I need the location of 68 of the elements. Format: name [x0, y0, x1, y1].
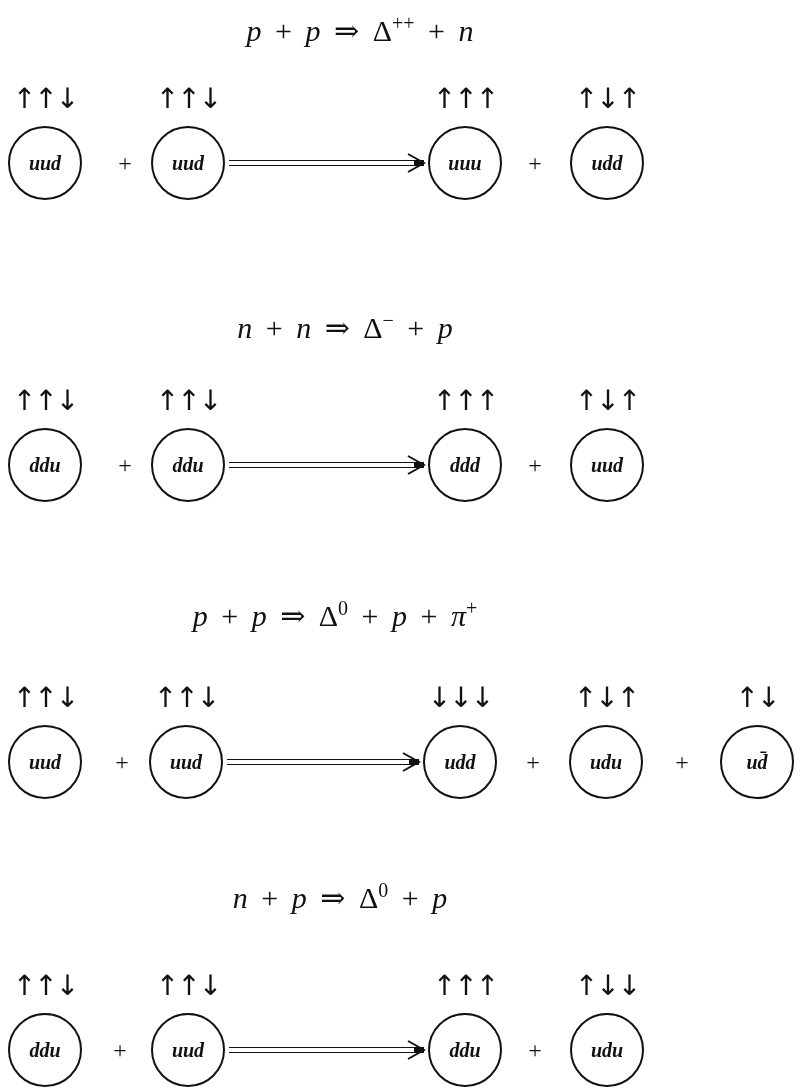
- double-arrow: [227, 752, 420, 772]
- spin-arrows: ↑↑↑: [432, 386, 498, 416]
- quark-circle: [8, 1013, 82, 1087]
- spin-arrows: ↑↓↓: [574, 971, 640, 1001]
- double-arrow: [229, 455, 425, 475]
- plus-sign: +: [528, 1036, 542, 1064]
- quark-circle: [570, 428, 644, 502]
- quark-content: uud: [28, 750, 62, 774]
- quark-content: ddu: [172, 453, 204, 477]
- quark-content: uud: [590, 453, 624, 477]
- reaction-equation: p + p ⇒ Δ$^{0}$ + p + π$^{+}$: [192, 597, 478, 633]
- quark-content: udu: [590, 1038, 624, 1062]
- spin-arrows: ↑↑↓: [12, 386, 78, 416]
- quark-content: ddu: [449, 1038, 481, 1062]
- quark-circle: [569, 725, 643, 799]
- quark-circle: [428, 126, 502, 200]
- quark-circle: [423, 725, 497, 799]
- quark-content: uud: [28, 151, 62, 175]
- spin-arrows: ↑↑↑: [432, 971, 498, 1001]
- spin-arrows: ↑↑↓: [12, 84, 78, 114]
- plus-sign: +: [113, 1036, 127, 1064]
- quark-content: ud̄: [746, 750, 768, 774]
- plus-sign: +: [118, 149, 132, 177]
- spin-arrows: ↑↑↓: [12, 971, 78, 1001]
- reaction-equation: p + p ⇒ Δ$^{++}$ + n: [246, 12, 474, 48]
- quark-circle: [8, 428, 82, 502]
- spin-arrows: ↑↓↑: [574, 386, 640, 416]
- plus-sign: +: [528, 451, 542, 479]
- quark-circle: [570, 126, 644, 200]
- double-arrow: [229, 1040, 425, 1060]
- quark-content: udu: [589, 750, 623, 774]
- spin-arrows: ↑↑↓: [12, 683, 78, 713]
- quark-content: uud: [171, 151, 205, 175]
- quark-circle: [8, 725, 82, 799]
- double-arrow: [229, 153, 425, 173]
- spin-arrows: ↑↑↑: [432, 84, 498, 114]
- spin-arrows: ↑↓: [735, 683, 779, 713]
- plus-sign: +: [118, 451, 132, 479]
- quark-circle: [8, 126, 82, 200]
- quark-circle: [720, 725, 794, 799]
- spin-arrows: ↓↓↓: [427, 683, 493, 713]
- plus-sign: +: [675, 748, 689, 776]
- quark-circle: [151, 126, 225, 200]
- quark-content: udd: [591, 151, 623, 175]
- quark-content: ddu: [29, 453, 61, 477]
- quark-circle: [151, 1013, 225, 1087]
- reaction-equation: n + n ⇒ Δ$^{−}$ + p: [237, 309, 453, 345]
- quark-circle: [428, 1013, 502, 1087]
- quark-content: ddu: [29, 1038, 61, 1062]
- spin-arrows: ↑↓↑: [574, 84, 640, 114]
- quark-content: uuu: [448, 151, 482, 175]
- quark-circle: [428, 428, 502, 502]
- quark-content: uud: [171, 1038, 205, 1062]
- spin-arrows: ↑↑↓: [155, 386, 221, 416]
- quark-content: ddd: [450, 453, 480, 477]
- quark-content: udd: [444, 750, 476, 774]
- quark-circle: [149, 725, 223, 799]
- quark-circle: [151, 428, 225, 502]
- quark-content: uud: [169, 750, 203, 774]
- spin-arrows: ↑↑↓: [155, 84, 221, 114]
- plus-sign: +: [528, 149, 542, 177]
- spin-arrows: ↑↓↑: [573, 683, 639, 713]
- reaction-equation: n + p ⇒ Δ$^{0}$ + p: [232, 879, 448, 915]
- spin-arrows: ↑↑↓: [155, 971, 221, 1001]
- plus-sign: +: [115, 748, 129, 776]
- spin-arrows: ↑↑↓: [153, 683, 219, 713]
- quark-circle: [570, 1013, 644, 1087]
- plus-sign: +: [526, 748, 540, 776]
